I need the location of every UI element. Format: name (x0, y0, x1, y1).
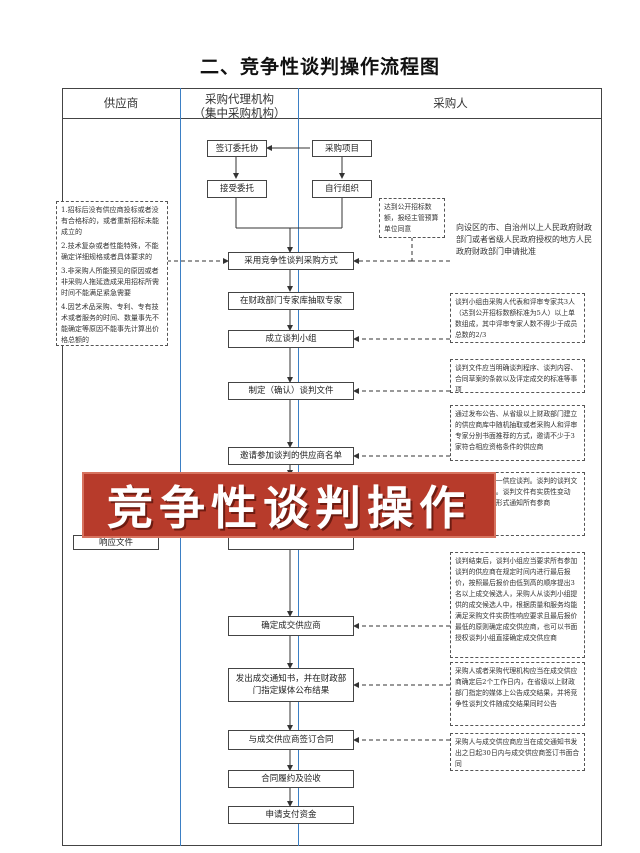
condition-3: 3.非采购人所能预见的原因或者非采购人拖延造成采用招标所需时间不能满足紧急需要 (61, 267, 159, 297)
banner-text: 竞争性谈判操作 (107, 481, 471, 535)
step-self-organize: 自行组织 (312, 180, 372, 198)
step-determine-supplier: 确定成交供应商 (228, 616, 354, 636)
condition-1: 1.招标后没有供应商投标或者没有合格标的，或者重新招标未能成立的 (61, 206, 159, 236)
step-invite-list: 邀请参加谈判的供应商名单 (228, 447, 354, 465)
approval-note: 向设区的市、自治州以上人民政府财政部门或者省级人民政府授权的地方人民政府财政部门… (456, 223, 592, 256)
negotiation-note: 成员集中与单一供应谈判。谈判的谈判文件有关的信息。谈判文件有实质性变动的，谈判书… (450, 472, 585, 536)
flowchart-frame (62, 88, 602, 846)
column-header-agency: 采购代理机构 （集中采购机构） (181, 92, 298, 120)
publish-result-note: 采购人或者采购代理机构应当在成交供应商确定后2个工作日内，在省级以上财政部门指定… (450, 662, 585, 726)
column-divider-left (180, 88, 181, 846)
step-accept-entrust: 接受委托 (207, 180, 267, 198)
agency-header-line2: （集中采购机构） (193, 106, 286, 120)
step-publish-notice: 发出成交通知书，并在财政部 门指定媒体公布结果 (228, 668, 354, 702)
doc-requirement-note: 谈判文件应当明确谈判程序、谈判内容、合同草案的条款以及评定成交的标准等事项 (450, 359, 585, 394)
column-header-purchaser: 采购人 (433, 96, 468, 110)
overlay-banner: 竞争性谈判操作 (84, 474, 494, 536)
column-divider-right (298, 88, 299, 846)
step-perform: 合同履约及验收 (228, 770, 354, 788)
condition-2: 2.技术复杂或者性能特殊，不能确定详细规格或者具体要求的 (61, 242, 159, 261)
step-make-doc: 制定（确认）谈判文件 (228, 382, 354, 400)
invite-method-note: 通过发布公告、从省级以上财政部门建立的供应商库中随机抽取或者采购人和评审专家分别… (450, 405, 585, 461)
condition-4: 4.因艺术品采购、专利、专有技术或者服务的时间、数量事先不能确定等原因不能事先计… (61, 303, 159, 344)
notice-line1: 发出成交通知书，并在财政部 (235, 674, 347, 684)
agency-header-line1: 采购代理机构 (205, 92, 274, 106)
contract-deadline-note: 采购人与成交供应商应当在成交通知书发出之日起30日内与成交供应商签订书面合同 (450, 733, 585, 771)
column-header-supplier: 供应商 (103, 96, 139, 110)
step-sign-contract: 与成交供应商签订合同 (228, 730, 354, 750)
header-divider (62, 118, 602, 119)
step-form-group: 成立谈判小组 (228, 330, 354, 348)
step-sign-entrust: 签订委托协 (207, 140, 267, 157)
public-bid-note: 达到公开招标数额，报经主管预算单位同意 (379, 198, 445, 238)
notice-line2: 门指定媒体公布结果 (252, 686, 330, 696)
page-title: 二、竞争性谈判操作流程图 (199, 56, 440, 78)
applicable-conditions-note: 1.招标后没有供应商投标或者没有合格标的，或者重新招标未能成立的 2.技术复杂或… (56, 201, 168, 346)
step-extract-experts: 在财政部门专家库抽取专家 (228, 292, 354, 310)
final-quote-note: 谈判结束后，谈判小组应当要求所有参加谈判的供应商在规定时间内进行最后报价，按照最… (450, 552, 585, 658)
step-purchase-project: 采购项目 (312, 140, 372, 157)
step-adopt-method: 采用竞争性谈判采购方式 (228, 252, 354, 270)
group-composition-note: 谈判小组由采购人代表和评审专家共3人（达到公开招标数额标准为5人）以上单数组成，… (450, 293, 585, 343)
step-pay: 申请支付资金 (228, 806, 354, 824)
